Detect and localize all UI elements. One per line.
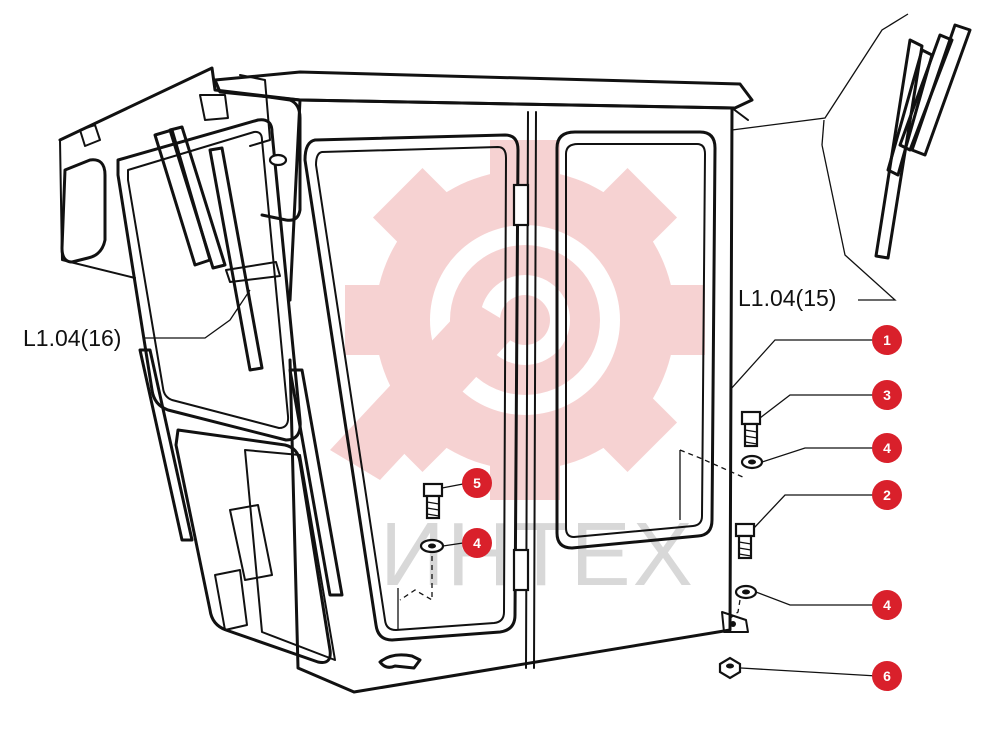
rear-wiper-leader-upper	[731, 13, 909, 131]
door-window-right-inner	[565, 143, 706, 538]
svg-text:4: 4	[883, 440, 891, 456]
side-mirror	[60, 158, 107, 264]
svg-text:2: 2	[883, 487, 891, 503]
cab-mount-bracket	[721, 611, 749, 633]
callout-badge-4-lower[interactable]: 4	[872, 590, 902, 620]
front-pillar-right	[288, 368, 344, 597]
svg-text:4: 4	[883, 597, 891, 613]
door-window-right	[555, 130, 717, 550]
rear-wiper	[874, 23, 972, 260]
mirror-arm	[59, 139, 136, 279]
rear-wiper-leader-join	[821, 119, 825, 146]
cab-rear-edge	[731, 107, 749, 121]
door-handle	[378, 653, 422, 670]
nut-6	[718, 656, 742, 680]
svg-text:1: 1	[883, 332, 891, 348]
front-windshield-inner	[127, 130, 290, 429]
svg-text:6: 6	[883, 668, 891, 684]
front-lamp	[229, 504, 273, 581]
callout-badges: 1 3 4 2 4 6 5 4	[462, 325, 902, 691]
svg-text:4: 4	[473, 535, 481, 551]
front-lower-window	[174, 428, 332, 664]
front-wiper	[153, 125, 281, 372]
callout-badge-5[interactable]: 5	[462, 468, 492, 498]
cab-assembly	[58, 13, 972, 694]
front-pillar-left	[138, 348, 194, 542]
callout-badge-6[interactable]: 6	[872, 661, 902, 691]
roof-light	[199, 94, 229, 121]
rear-wiper-leader-lower	[821, 144, 897, 301]
door-window-left	[303, 133, 520, 642]
roof-fastener	[268, 153, 288, 167]
watermark-text: ИНТЕХ	[380, 505, 695, 605]
fastener-axis-upper	[679, 449, 746, 479]
bolt-3	[740, 410, 762, 448]
callout-badge-2[interactable]: 2	[872, 480, 902, 510]
callout-badge-3[interactable]: 3	[872, 380, 902, 410]
cab-side-panel	[288, 98, 734, 694]
watermark-gear-logo	[330, 140, 705, 500]
door-hinge-upper	[512, 183, 530, 227]
callout-badge-1[interactable]: 1	[872, 325, 902, 355]
washer-4b	[734, 584, 758, 600]
callout-leaders	[145, 289, 878, 677]
front-lower-panel	[244, 449, 336, 661]
door-divider-inner	[533, 111, 537, 669]
bolt-5	[422, 482, 444, 520]
front-step	[214, 569, 248, 631]
callout-badge-4-door[interactable]: 4	[462, 528, 492, 558]
cab-front-top	[58, 66, 302, 302]
door-fastener-axis	[399, 556, 433, 602]
fastener-set-door	[397, 482, 445, 630]
reference-label-front-wiper: L1.04(16)	[23, 325, 121, 351]
top-beacon-bracket	[253, 93, 302, 222]
washer-4c	[419, 538, 445, 554]
bolt-2	[734, 522, 756, 560]
roof-hand-rail	[239, 74, 271, 147]
mirror-mount	[79, 124, 101, 147]
reference-label-rear-wiper: L1.04(15)	[738, 285, 836, 311]
fastener-axis-lower	[727, 599, 741, 621]
svg-text:3: 3	[883, 387, 891, 403]
washer-4a	[740, 454, 764, 470]
door-window-left-inner	[315, 146, 507, 631]
callout-badge-4-upper[interactable]: 4	[872, 433, 902, 463]
door-hinge-lower	[512, 548, 530, 592]
svg-text:5: 5	[473, 475, 481, 491]
